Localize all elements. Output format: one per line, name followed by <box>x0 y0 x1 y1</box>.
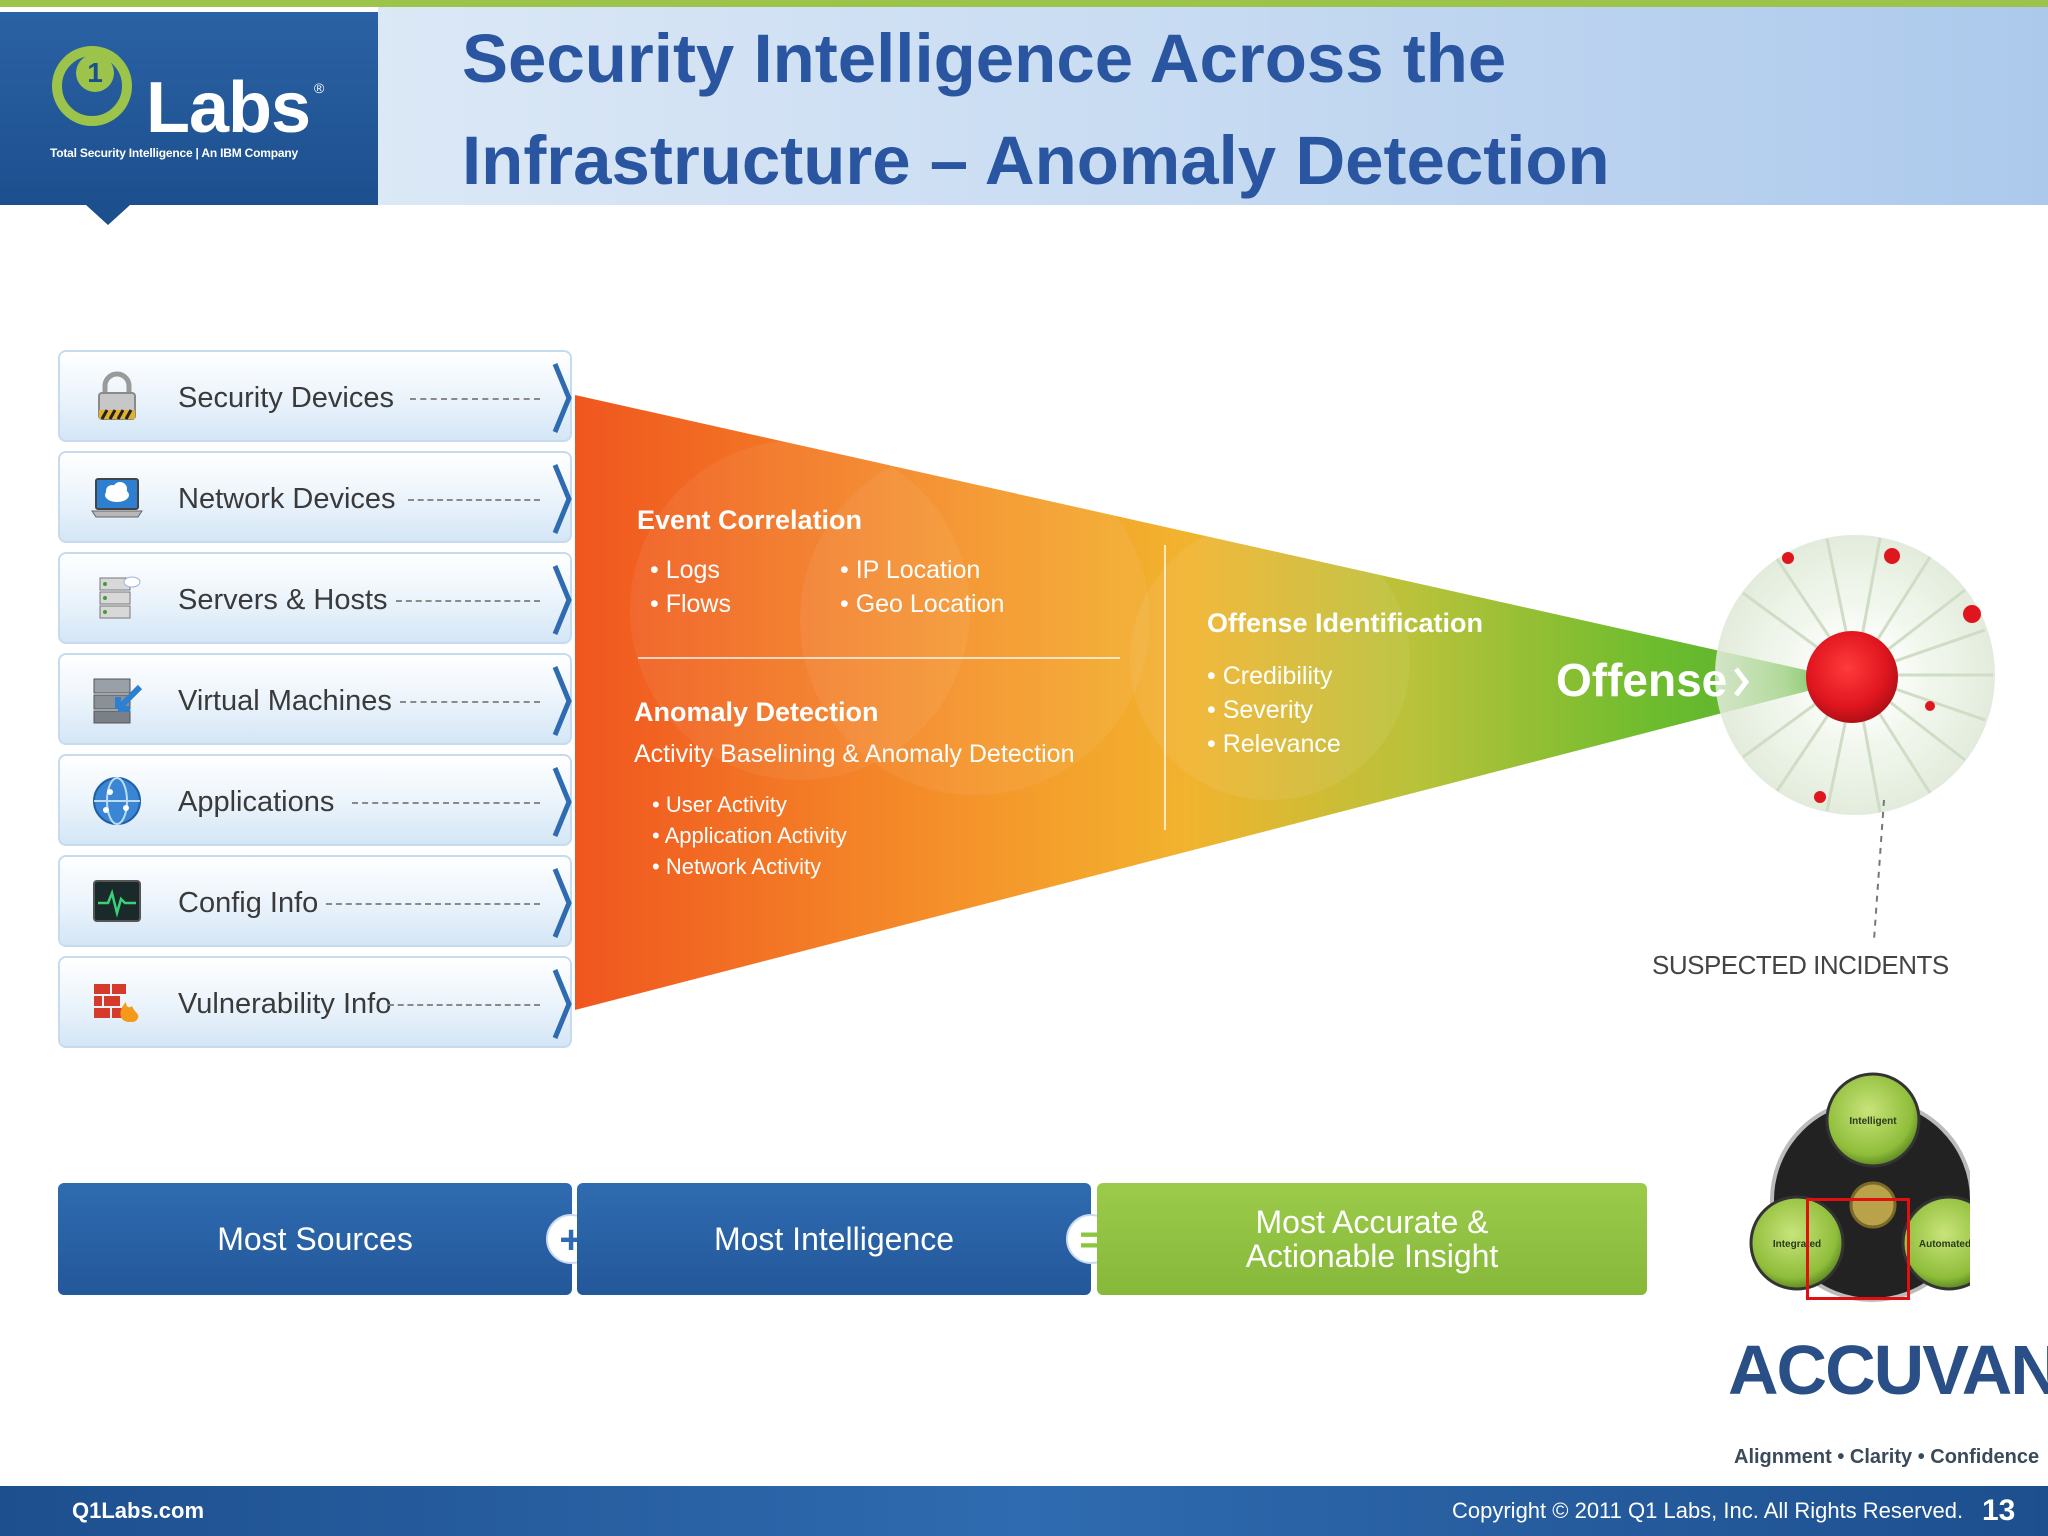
source-label: Network Devices <box>178 483 396 515</box>
footer-url: Q1Labs.com <box>72 1498 205 1523</box>
event-correlation-title: Event Correlation <box>637 505 863 535</box>
footer-bar <box>0 1486 2048 1536</box>
incident-dot <box>1963 605 1981 623</box>
triad-node-top <box>1825 1072 1921 1168</box>
triad-center <box>1849 1181 1897 1229</box>
funnel-diagram <box>575 395 1995 1010</box>
event-correlation-item: • Logs <box>650 556 720 584</box>
source-label: Servers & Hosts <box>178 584 388 616</box>
source-network-devices: Network Devices <box>58 451 572 543</box>
dashed-connector <box>400 701 540 703</box>
laptop-cloud-icon <box>91 478 143 518</box>
chevron-right-icon <box>552 767 572 837</box>
footer-copyright: Copyright © 2011 Q1 Labs, Inc. All Right… <box>1452 1498 1964 1523</box>
chevron-right-icon <box>552 969 572 1039</box>
anomaly-detection-item: • Application Activity <box>652 823 847 848</box>
offense-identification-item: • Severity <box>1207 696 1314 724</box>
source-label: Virtual Machines <box>178 685 392 717</box>
event-correlation-item: • Geo Location <box>840 590 1005 618</box>
header-band <box>378 7 2048 205</box>
virtual-machine-icon <box>93 678 143 724</box>
logo-notch <box>86 205 130 225</box>
dashed-connector <box>388 1004 540 1006</box>
logo-q-ring <box>52 46 132 126</box>
funnel-overlay-circle <box>800 445 1150 795</box>
suspected-incidents-label: SUSPECTED INCIDENTS <box>1652 950 1949 980</box>
padlock-icon <box>98 371 136 420</box>
heartbeat-monitor-icon <box>93 880 141 922</box>
dashed-connector <box>352 802 540 804</box>
logo-digit: 1 <box>76 54 114 92</box>
source-label: Vulnerability Info <box>178 988 392 1020</box>
accuvant-tagline: Alignment • Clarity • Confidence <box>1734 1446 2040 1468</box>
triad-label-top: Intelligent <box>1849 1116 1897 1127</box>
logo-registered: ® <box>314 80 325 96</box>
chevron-right-icon <box>552 464 572 534</box>
dashed-connector <box>396 600 540 602</box>
source-label: Applications <box>178 786 335 818</box>
offense-identification-item: • Credibility <box>1207 662 1333 690</box>
most-sources-box: Most Sources <box>58 1183 572 1295</box>
logo-name: Labs <box>146 68 311 148</box>
server-icon <box>99 576 141 619</box>
anomaly-detection-item: • Network Activity <box>652 854 822 879</box>
triad-node-right <box>1901 1195 1970 1291</box>
most-accurate-box: Most Accurate & Actionable Insight <box>1097 1183 1647 1295</box>
anomaly-detection-item: • User Activity <box>652 792 787 817</box>
source-label: Config Info <box>178 887 319 919</box>
source-config-info: Config Info <box>58 855 572 947</box>
anomaly-detection-title: Anomaly Detection <box>634 697 879 727</box>
most-intelligence-box: Most Intelligence <box>577 1183 1091 1295</box>
chevron-right-icon <box>552 868 572 938</box>
source-label: Security Devices <box>178 382 394 414</box>
triad-label-left: Integrated <box>1773 1239 1821 1250</box>
source-applications: Applications <box>58 754 572 846</box>
source-virtual-machines: Virtual Machines <box>58 653 572 745</box>
dashed-connector <box>408 499 540 501</box>
offense-identification-title: Offense Identification <box>1207 608 1484 638</box>
triad-label-right: Automated <box>1919 1239 1970 1250</box>
logo-tagline: Total Security Intelligence | An IBM Com… <box>50 146 298 160</box>
funnel-shape <box>575 395 1850 1010</box>
chevron-right-icon <box>552 666 572 736</box>
highlight-box <box>1806 1198 1910 1300</box>
incident-dot <box>1884 548 1900 564</box>
globe-icon <box>93 777 141 825</box>
offense-identification-item: • Relevance <box>1207 730 1341 758</box>
funnel-overlay-circle <box>1130 520 1410 800</box>
chevron-right-icon <box>552 363 572 433</box>
funnel-overlay-circle <box>630 440 970 780</box>
offense-label: Offense <box>1556 654 1728 706</box>
top-accent-line <box>0 0 2048 7</box>
anomaly-detection-subtitle: Activity Baselining & Anomaly Detection <box>634 740 1075 768</box>
source-vulnerability-info: Vulnerability Info <box>58 956 572 1048</box>
page-title-line-1: Security Intelligence Across the <box>462 20 1507 97</box>
chevron-right-icon <box>1734 667 1750 697</box>
firewall-fire-icon <box>94 984 139 1022</box>
suspected-leader-line <box>1873 799 1885 941</box>
event-correlation-item: • IP Location <box>840 556 981 584</box>
page-title-line-2: Infrastructure – Anomaly Detection <box>462 122 1610 199</box>
event-correlation-item: • Flows <box>650 590 731 618</box>
incident-dot <box>1782 552 1794 564</box>
page-number: 13 <box>1982 1494 2016 1527</box>
incident-dot <box>1925 701 1935 711</box>
offense-red-ball <box>1806 631 1898 723</box>
dashed-connector <box>326 903 540 905</box>
source-servers-hosts: Servers & Hosts <box>58 552 572 644</box>
triad-node-left <box>1749 1195 1845 1291</box>
accuvant-logo: ACCUVANT <box>1728 1331 2048 1409</box>
chevron-right-icon <box>552 565 572 635</box>
dashed-connector <box>410 398 540 400</box>
incident-dot <box>1814 791 1826 803</box>
source-security-devices: Security Devices <box>58 350 572 442</box>
